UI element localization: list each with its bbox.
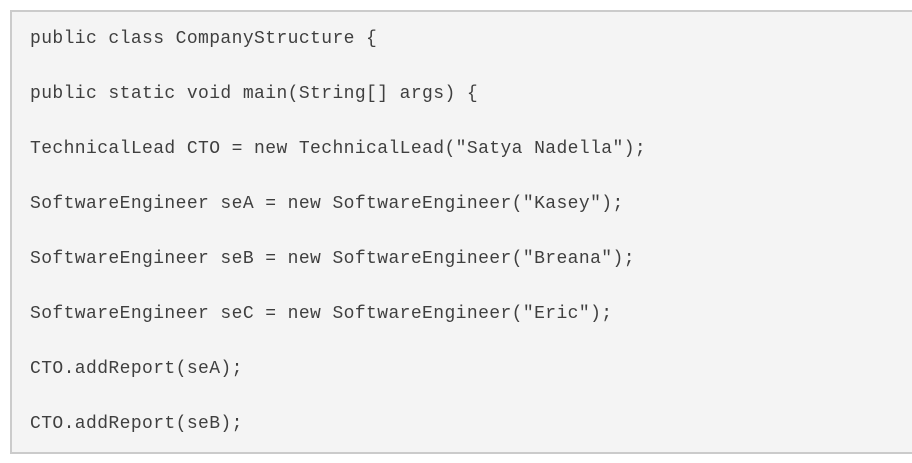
code-line: CTO.addReport(seB); [30, 414, 243, 434]
code-line: TechnicalLead CTO = new TechnicalLead("S… [30, 139, 647, 159]
code-block: public class CompanyStructure { public s… [10, 10, 912, 454]
code-line: SoftwareEngineer seB = new SoftwareEngin… [30, 249, 635, 269]
code-line: public static void main(String[] args) { [30, 84, 479, 104]
code-line: SoftwareEngineer seA = new SoftwareEngin… [30, 194, 624, 214]
code-line: CTO.addReport(seA); [30, 359, 243, 379]
code-line: public class CompanyStructure { [30, 29, 378, 49]
code-line: SoftwareEngineer seC = new SoftwareEngin… [30, 304, 613, 324]
